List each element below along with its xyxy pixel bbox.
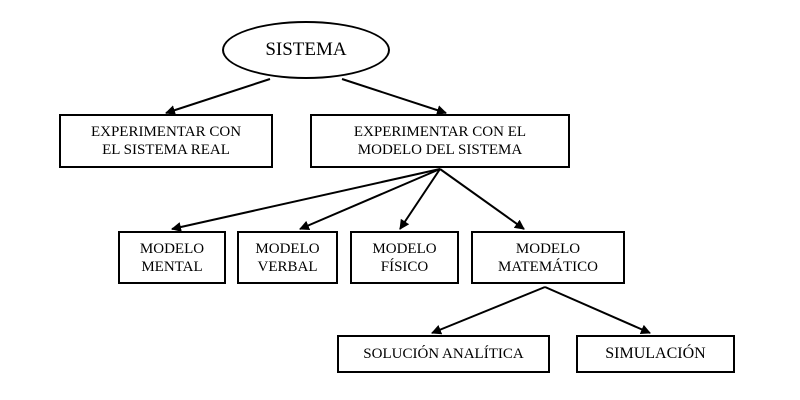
node-modelo-fisico: MODELO FÍSICO [350,231,459,284]
node-model-line-1: EXPERIMENTAR CON EL [353,124,527,140]
node-analitica-label: SOLUCIÓN ANALÍTICA [363,346,524,362]
node-real-line-1: EXPERIMENTAR CON [90,124,242,140]
arrow-matematico-to-simulacion [544,286,651,334]
arrow-sistema-to-real [165,78,271,115]
arrow-model-to-matematico [439,168,525,230]
node-matematico-line-2: MATEMÁTICO [498,258,598,275]
node-matematico-line-1: MODELO [515,240,581,257]
node-sistema-label: SISTEMA [265,38,347,60]
arrow-model-to-mental [171,168,441,232]
node-modelo-matematico: MODELO MATEMÁTICO [471,231,625,284]
arrow-model-to-verbal [299,168,441,231]
node-fisico-line-1: MODELO [372,240,437,257]
arrow-sistema-to-model [341,78,447,115]
node-simulacion: SIMULACIÓN [576,335,735,373]
node-fisico-line-2: FÍSICO [380,258,429,275]
node-simulacion-label: SIMULACIÓN [605,345,706,363]
node-verbal-line-1: MODELO [255,240,320,257]
node-modelo-mental: MODELO MENTAL [118,231,226,284]
node-mental-line-1: MODELO [139,240,205,257]
arrow-model-to-fisico [399,168,441,230]
node-mental-line-2: MENTAL [141,258,203,275]
node-experimentar-modelo: EXPERIMENTAR CON EL MODELO DEL SISTEMA [310,114,570,168]
node-modelo-verbal: MODELO VERBAL [237,231,338,284]
node-model-line-2: MODELO DEL SISTEMA [357,142,523,158]
arrow-matematico-to-analitica [431,286,546,335]
node-verbal-line-2: VERBAL [257,258,318,275]
node-solucion-analitica: SOLUCIÓN ANALÍTICA [337,335,550,373]
node-real-line-2: EL SISTEMA REAL [102,142,230,158]
node-sistema: SISTEMA [222,21,390,79]
node-experimentar-sistema-real: EXPERIMENTAR CON EL SISTEMA REAL [59,114,273,168]
